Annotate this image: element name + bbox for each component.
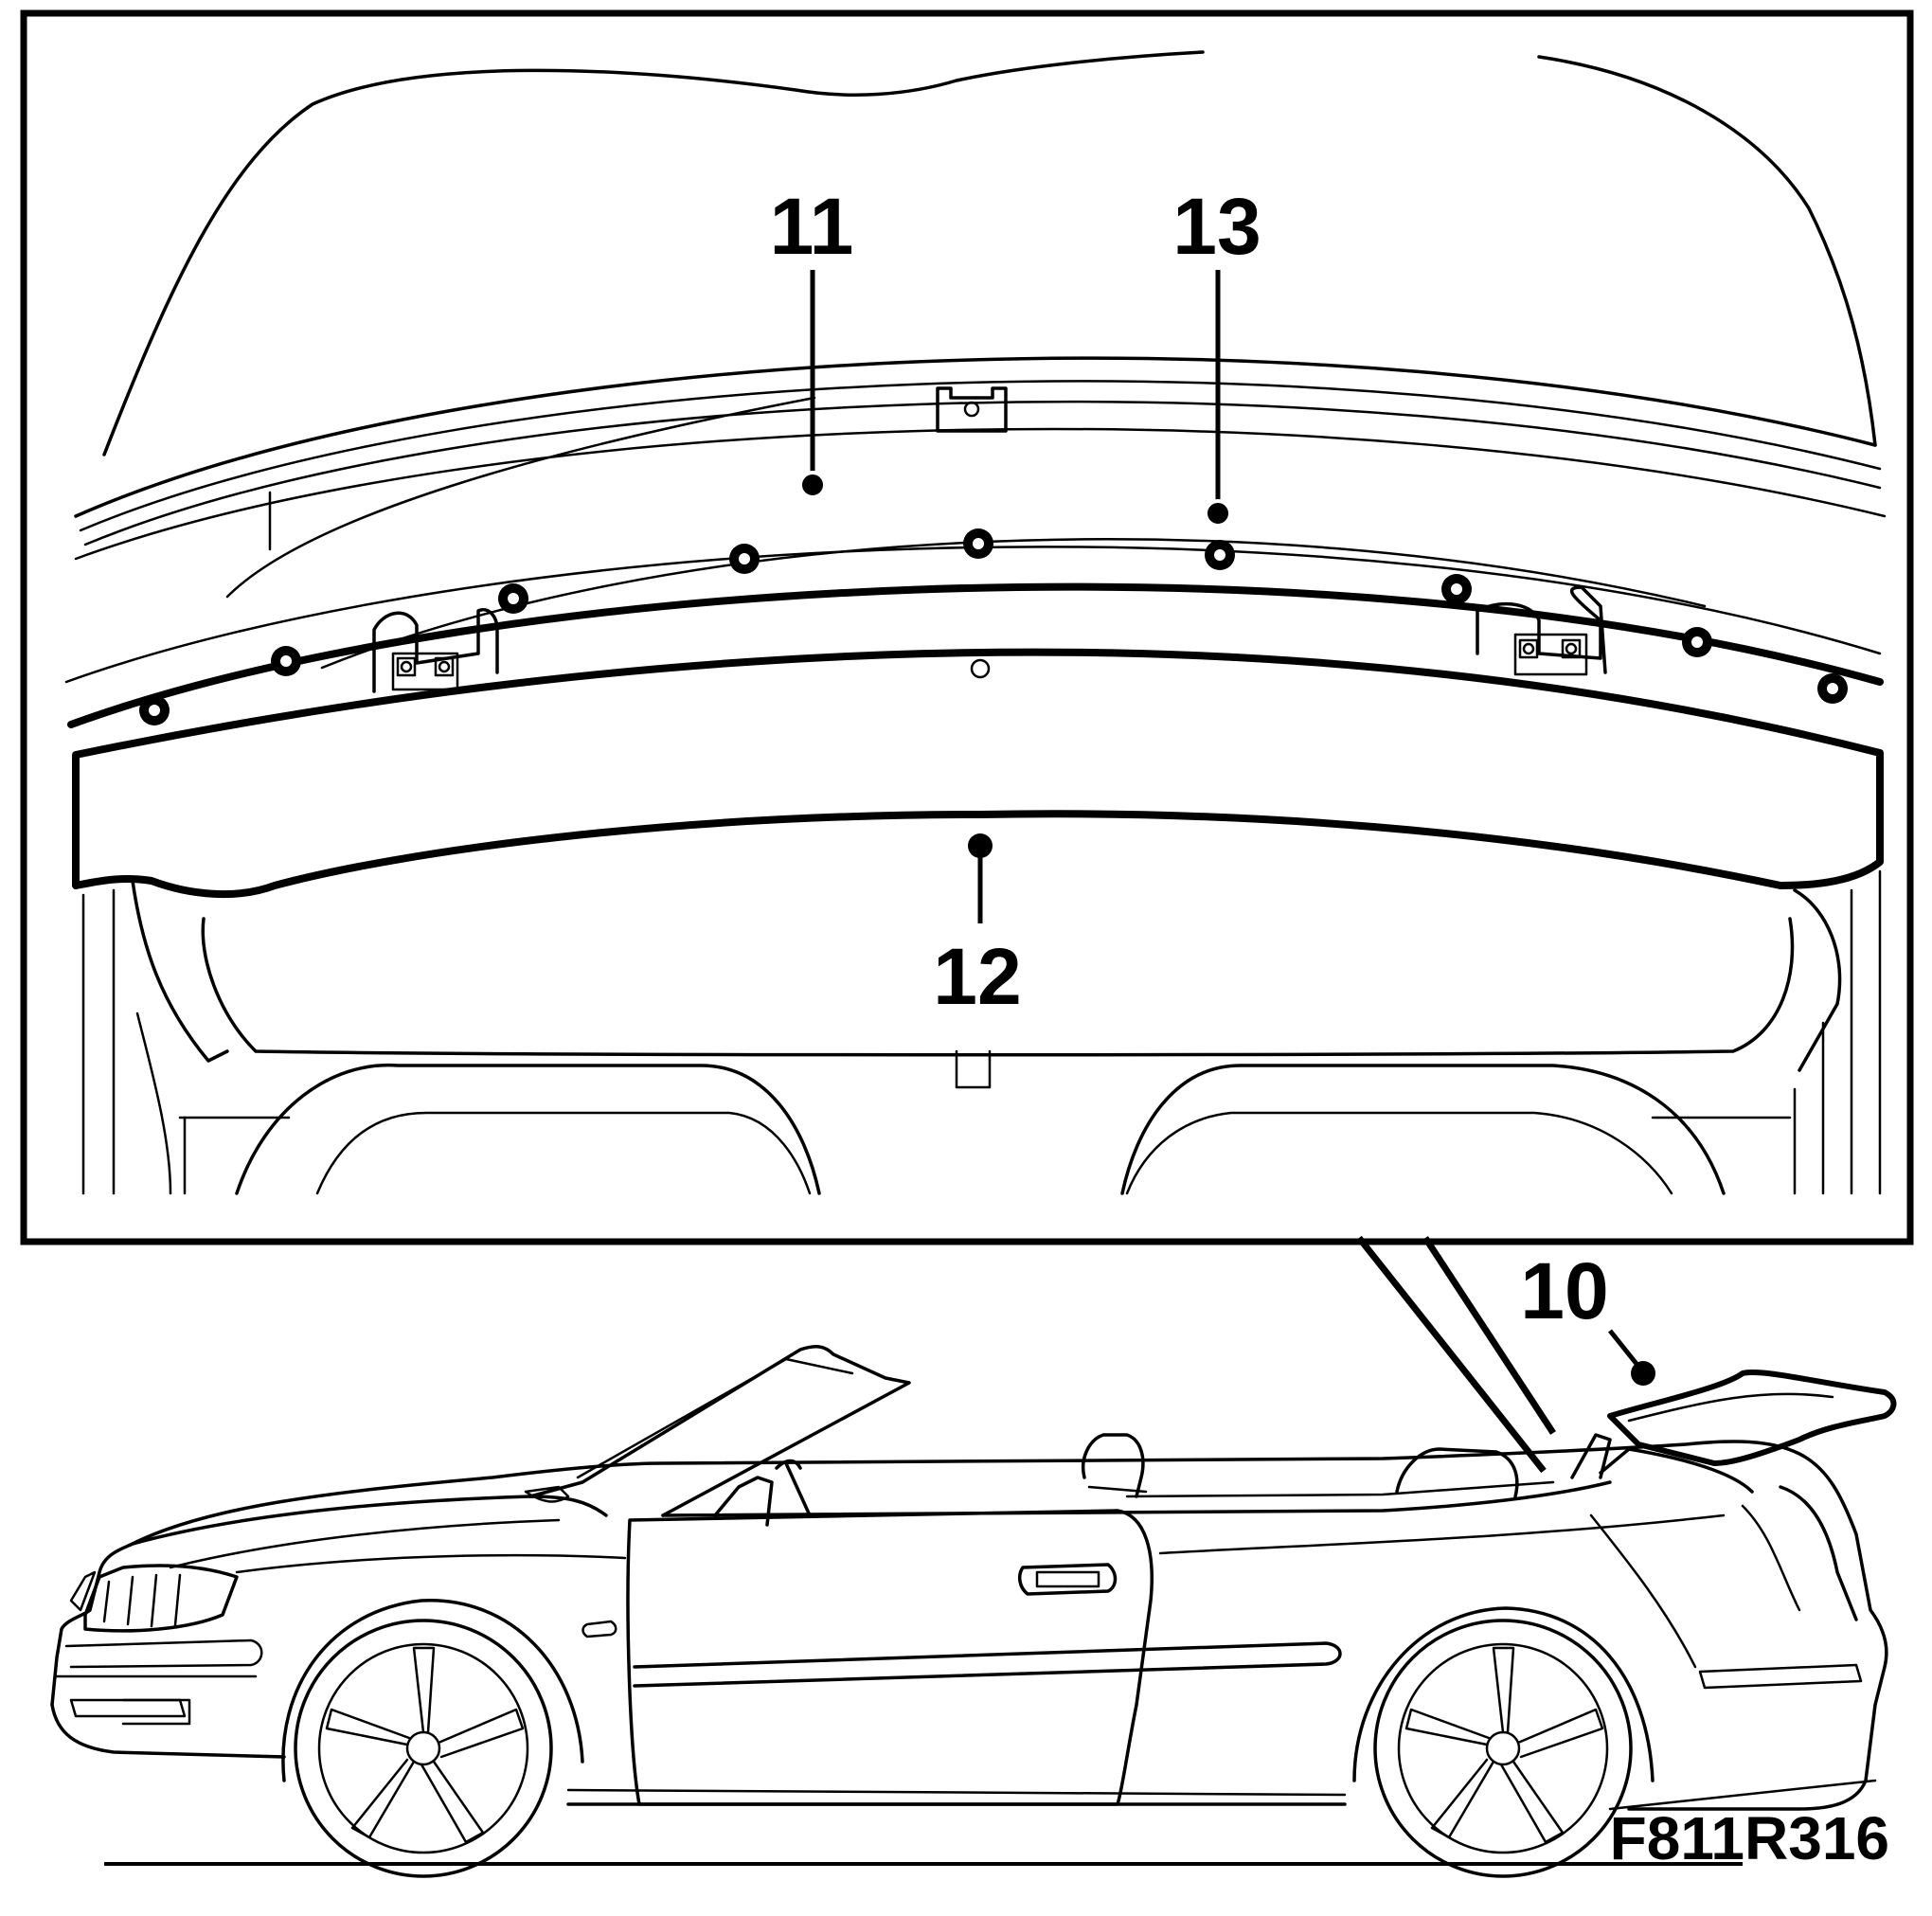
centre-bracket-hole (963, 401, 980, 418)
rear-deck (1599, 1447, 1754, 1494)
fastener (498, 583, 528, 614)
callout-12-dot (798, 471, 827, 499)
grille (69, 1570, 97, 1612)
seat-back-left-inner (315, 1111, 812, 1195)
shelf-tab (955, 1049, 992, 1089)
callout-13-label: 13 (1172, 182, 1261, 271)
fastener (271, 646, 301, 676)
rear-window-outline-right (1537, 55, 1877, 447)
front-seat (713, 1476, 774, 1527)
front-bumper (50, 1703, 286, 1759)
rear-headrest (1082, 1433, 1145, 1498)
tail-section (1779, 1485, 1858, 1621)
tail-light (1698, 1663, 1863, 1690)
rear-fender-line (1589, 1513, 1697, 1669)
callout-13: 13 (1172, 182, 1261, 528)
lower-trim (135, 1012, 172, 1195)
lower-trim (131, 879, 229, 1063)
upper-fold (225, 396, 816, 599)
rear-fender-line (1608, 1779, 1877, 1811)
panel-hole (970, 658, 991, 679)
inset-frame (20, 9, 1914, 1245)
belt-line (661, 1480, 1612, 1517)
front-bumper (64, 1638, 263, 1669)
callout-11-label: 12 (933, 932, 1021, 1021)
callout-13-dot (1204, 499, 1232, 528)
hood-line (169, 1518, 561, 1569)
fastener (963, 528, 993, 559)
windshield-frame (576, 1357, 854, 1479)
lower-trim (201, 917, 1795, 1057)
callout-11: 12 (933, 833, 1022, 1021)
callout-11-dot (968, 833, 993, 858)
door-molding (633, 1641, 1342, 1688)
rollbar (1570, 1433, 1612, 1479)
fastener (1441, 574, 1472, 604)
fastener (1817, 673, 1848, 704)
steering-wheel (775, 1459, 812, 1517)
sill-line (566, 1788, 1347, 1797)
upper-rail (74, 356, 1877, 518)
trunk-lid (1607, 1370, 1897, 1466)
side-marker (581, 1620, 617, 1638)
fastener (729, 544, 760, 574)
upper-rail (74, 427, 1887, 561)
hinge-bracket-right (1476, 585, 1607, 676)
parcel-shelf-panel (72, 648, 1884, 899)
mirror (524, 1485, 570, 1503)
seat-back-right (1120, 1064, 1726, 1195)
rear-headrest (1087, 1485, 1148, 1494)
door-outline (626, 1509, 1154, 1806)
upper-rail (79, 380, 1882, 532)
hood-line (131, 1495, 608, 1546)
trunk-lid (1627, 1392, 1834, 1423)
fastener (1682, 627, 1712, 657)
seat-back-left (235, 1063, 821, 1195)
rear-window-outline (102, 50, 1205, 457)
centre-bracket (936, 386, 1008, 433)
callout-12-label: 11 (770, 182, 854, 271)
callout-10-leader (1608, 1329, 1638, 1366)
hinge-bracket-left (372, 608, 499, 693)
fog-light (121, 1698, 191, 1726)
front-wheel-arch (281, 1599, 584, 1782)
seal-band (64, 546, 1882, 684)
headlight (102, 1573, 182, 1628)
callout-10: 10 (1520, 1246, 1655, 1386)
body-crease (235, 1553, 627, 1574)
front-wheel (294, 1619, 553, 1878)
upper-rail (83, 400, 1882, 546)
figure-reference-code: F811R316 (1610, 1804, 1889, 1872)
belt-line (1125, 1480, 1555, 1498)
rear-wheel (1373, 1619, 1633, 1878)
seat-back-right-inner (1125, 1111, 1673, 1195)
rear-wheel-arch (1352, 1606, 1655, 1782)
callout-12: 11 (770, 182, 854, 499)
fastener (139, 695, 170, 725)
car-side-view: 10 (50, 1246, 1897, 1878)
callout-10-label: 10 (1520, 1246, 1608, 1335)
windshield-frame (528, 1344, 911, 1517)
seal-fasteners (139, 528, 1848, 725)
door-handle (1017, 1563, 1118, 1596)
callout-10-dot (1631, 1361, 1655, 1386)
door-handle (1035, 1570, 1100, 1588)
detail-inset: 11 13 12 (20, 9, 1914, 1245)
headlight (83, 1564, 239, 1633)
lower-trim (1793, 888, 1842, 1072)
body-crease (1158, 1513, 1726, 1555)
tail-section (1741, 1504, 1801, 1612)
fastener (1205, 540, 1235, 570)
body-outline (50, 1440, 1888, 1811)
rollbar (1395, 1447, 1519, 1498)
inset-pointer (1356, 1235, 1556, 1474)
fog-light (69, 1698, 187, 1718)
